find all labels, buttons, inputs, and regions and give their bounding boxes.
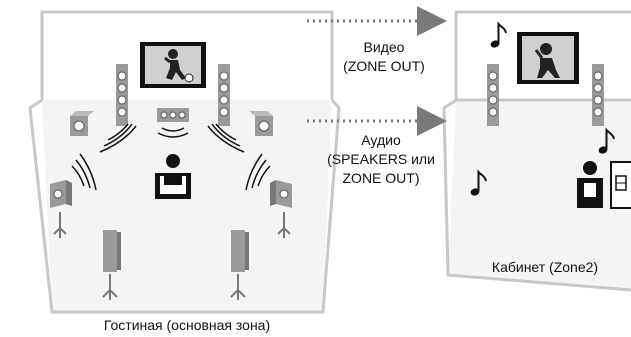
zone2-room-back-wall — [454, 10, 631, 100]
main-room — [28, 10, 341, 314]
listener-icon — [155, 154, 191, 199]
main-room-back-wall — [40, 10, 334, 100]
audio-sublabel-2: ZONE OUT) — [343, 170, 420, 186]
zone2-room-caption: Кабинет (Zone2) — [492, 259, 598, 275]
zone2-room-floor — [448, 100, 631, 290]
audio-label: Аудио — [361, 132, 401, 148]
zone2-right-speaker-icon — [591, 63, 605, 127]
main-tv-icon — [140, 42, 206, 88]
center-speaker-icon — [157, 108, 189, 122]
front-right-speaker-icon — [217, 63, 231, 127]
video-sublabel: (ZONE OUT) — [343, 58, 425, 74]
presence-left-speaker-icon — [70, 111, 94, 136]
main-room-caption: Гостиная (основная зона) — [104, 317, 270, 333]
surround-left-speaker-icon — [50, 180, 72, 238]
zone2-left-speaker-icon — [486, 63, 500, 127]
video-label: Видео — [364, 39, 405, 55]
zone2-listener-icon — [577, 161, 631, 209]
front-left-speaker-icon — [115, 63, 129, 127]
sound-waves-icon — [71, 123, 271, 191]
zone2-room — [442, 10, 631, 292]
zone2-tv-icon — [517, 32, 579, 84]
music-note-icon — [488, 23, 507, 50]
audio-sublabel-1: (SPEAKERS или — [327, 151, 435, 167]
surround-back-left-speaker-icon — [102, 230, 121, 300]
surround-back-right-speaker-icon — [230, 230, 249, 300]
main-room-outline — [28, 98, 341, 314]
surround-right-speaker-icon — [270, 180, 292, 238]
presence-right-speaker-icon — [249, 111, 273, 136]
